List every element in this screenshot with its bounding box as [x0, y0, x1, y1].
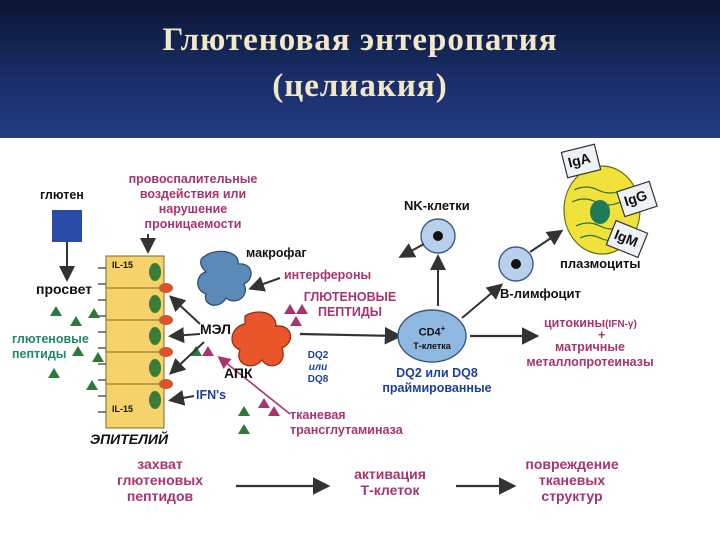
cd4-label: CD4+ Т-клетка: [413, 324, 451, 351]
diagram-graphics: [48, 143, 658, 495]
arrow-iel-3: [169, 341, 205, 375]
igg-box: [616, 180, 658, 218]
arrow-apc-to-tcell: [299, 326, 403, 345]
plus-label: +: [598, 328, 606, 342]
epithelium-label: ЭПИТЕЛИЙ: [90, 431, 169, 447]
gluten-block: [52, 210, 82, 242]
il15-top-label: IL-15: [112, 260, 134, 270]
bcell-label: В-лимфоцит: [500, 286, 581, 301]
nk-label: NK-клетки: [404, 198, 470, 213]
iel-label: МЭЛ: [200, 321, 231, 337]
il15-bottom-label: IL-15: [112, 404, 134, 414]
iga-box: [560, 143, 602, 179]
plasma-cell-nucleus: [590, 200, 610, 224]
igm-box: [605, 219, 649, 259]
interferons-label: интерфероны: [284, 268, 372, 282]
ifn-label: IFN's: [196, 388, 227, 402]
peptide-triangles-ttg: [238, 398, 280, 434]
epithelial-nuclei: [149, 263, 161, 409]
arrow-ifn: [168, 389, 195, 406]
arrow-bcell-to-plasma: [529, 229, 564, 253]
epithelium-cell-dividers: [106, 287, 164, 385]
title-bar: Глютеновая энтеропатия (целиакия): [0, 0, 720, 138]
cd4-t-cell: [397, 309, 467, 363]
apc-cell: [231, 311, 292, 367]
arrow-tcell-to-bcell: [461, 283, 504, 319]
arrow-interferons: [248, 276, 281, 292]
slide-title-line1: Глютеновая энтеропатия: [162, 22, 558, 58]
cytokines-label: цитокины(IFN-γ): [544, 316, 637, 330]
arrow-nk-out: [398, 243, 425, 258]
b-cell-nucleus: [511, 259, 521, 269]
peptide-triangles-left: [48, 306, 104, 390]
macrophage-cell: [197, 250, 252, 306]
lumen-label: просвет: [36, 281, 93, 297]
gluten-label: глютен: [40, 188, 84, 202]
slide-title-line2: (целиакия): [272, 68, 448, 104]
plasma-label: плазмоциты: [560, 256, 641, 271]
epithelial-receptors: [159, 283, 173, 389]
nk-cell-nucleus: [433, 231, 443, 241]
arrow-iel-1: [169, 295, 201, 325]
arrow-ttg: [217, 356, 291, 415]
apc-label: АПК: [224, 365, 253, 381]
brush-border: [98, 267, 106, 413]
macrophage-label: макрофаг: [246, 246, 307, 260]
peptide-triangles-apc: [284, 304, 308, 326]
arrow-iel-2: [168, 327, 201, 344]
